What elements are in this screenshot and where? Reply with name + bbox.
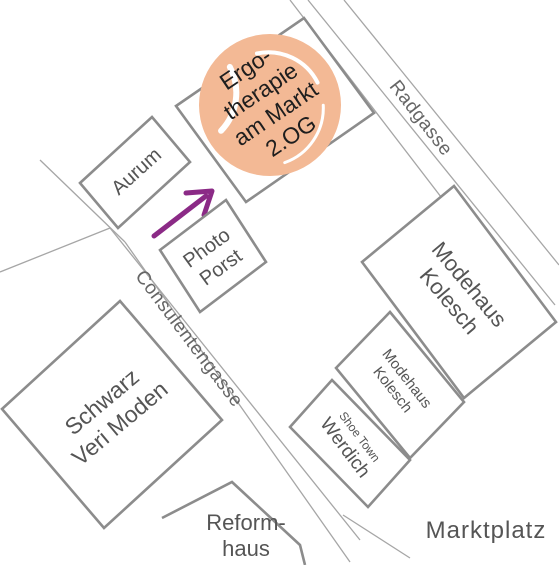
aurum-building[interactable]: Aurum <box>78 115 192 230</box>
direction-arrow-icon <box>151 188 215 239</box>
ergotherapie-logo-icon <box>199 34 341 176</box>
reformhaus-label-1: Reform- <box>206 510 285 535</box>
reformhaus-label-2: haus <box>222 536 270 561</box>
schwarz-veri-moden-building[interactable]: Schwarz Veri Moden <box>0 299 224 530</box>
marktplatz-label: Marktplatz <box>426 517 547 544</box>
shoe-town-werdich-building[interactable]: Shoe Town Werdich <box>288 378 412 509</box>
photo-porst-building[interactable]: Photo Porst <box>158 198 268 314</box>
reformhaus-building[interactable]: Reform- haus <box>161 480 307 565</box>
radgasse-street-label: Radgasse <box>385 77 457 161</box>
modehaus-kolesch-large-building[interactable]: Modehaus Kolesch <box>360 184 558 400</box>
modehaus-kolesch-small-building[interactable]: Modehaus Kolesch <box>334 310 466 460</box>
ergotherapie-building[interactable]: Ergo- therapie am Markt 2.OG <box>171 6 376 204</box>
